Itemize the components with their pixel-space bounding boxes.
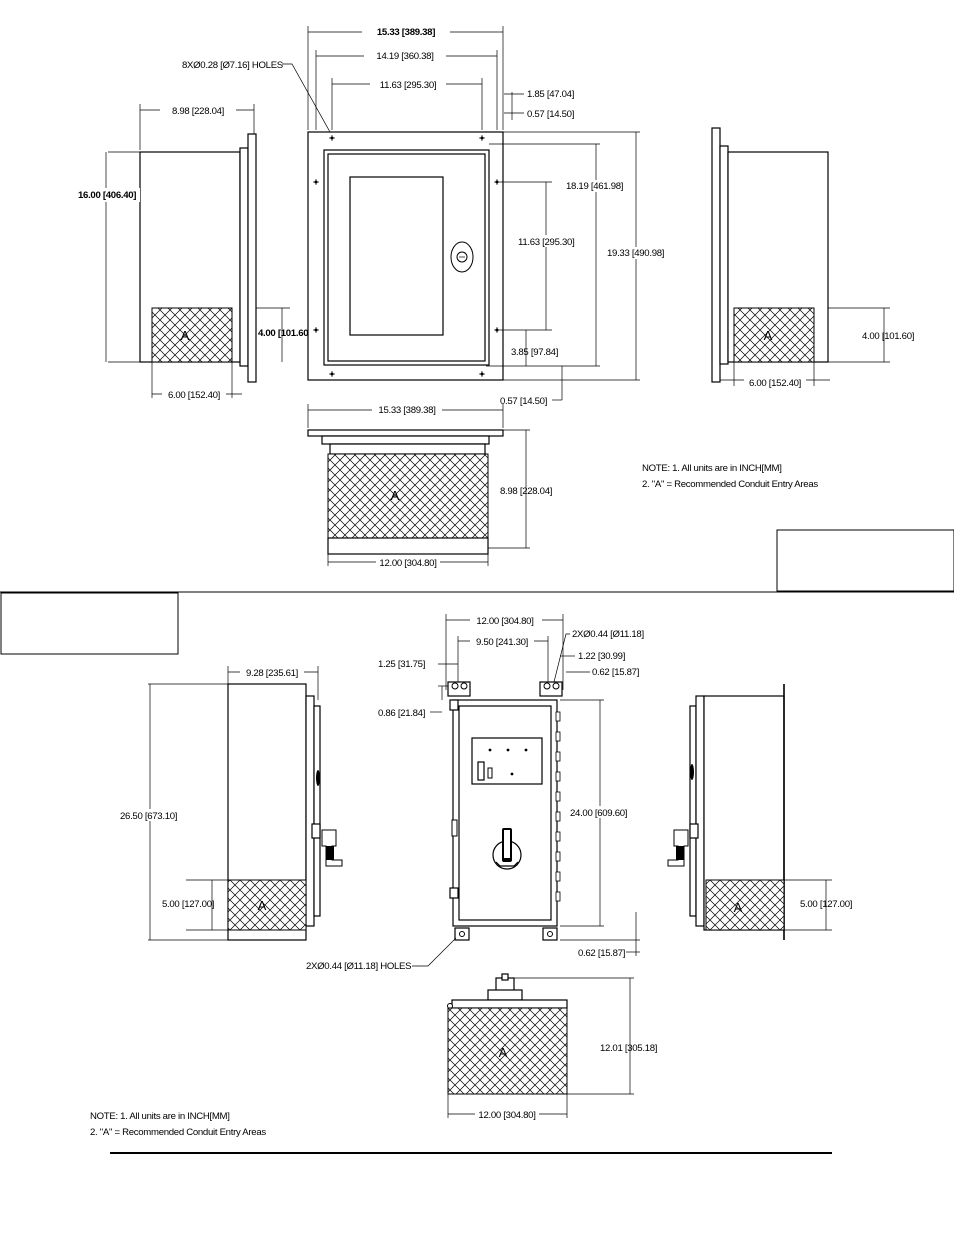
label-height-left-bottom: 26.50 [673.10] [120, 811, 177, 822]
top-left-side-view: 8.98 [228.04] A 16.00 [406.40] 4.00 [101… [76, 104, 312, 401]
label-mount-span: 9.50 [241.30] [476, 637, 528, 648]
dim-bottom-width: 12.00 [304.80] [445, 614, 564, 690]
label-hatch-height-left: 4.00 [101.60] [258, 328, 311, 339]
label-depth-left: 8.98 [228.04] [172, 106, 224, 117]
area-label-a: A [181, 328, 190, 343]
note-units: NOTE: 1. All units are in INCH[MM] [90, 1111, 230, 1122]
label-tab-height-bottom: 0.62 [15.87] [578, 948, 625, 959]
window-panel [349, 176, 444, 336]
conduit-area-bottom-bottom [447, 1007, 568, 1095]
hinge-marks [555, 711, 561, 902]
label-bottom-base: 12.00 [304.80] [379, 558, 436, 569]
dim-bottom-left-offsets: 1.25 [31.75] 0.86 [21.84] [378, 659, 458, 719]
label-holes-top: 2XØ0.44 [Ø11.18] [572, 629, 644, 640]
conduit-area-right-top [733, 307, 815, 363]
label-hole-bottom: 3.85 [97.84] [511, 347, 558, 358]
area-label-a: A [734, 900, 743, 915]
label-body-height: 24.00 [609.60] [570, 808, 627, 819]
area-label-a: A [764, 328, 773, 343]
conduit-area-left-bottom [227, 879, 307, 931]
label-hole-offset-top: 1.85 [47.04] [527, 89, 574, 100]
area-label-a: A [391, 488, 400, 503]
bottom-bottom-view: A 12.01 [305.18] 12.00 [304.80] [447, 973, 657, 1121]
label-holes-bottom: 2XØ0.44 [Ø11.18] HOLES [306, 961, 411, 972]
label-bottom-width: 15.33 [389.38] [378, 405, 435, 416]
dim-top-overall-width: 15.33 [389.38] [307, 25, 504, 130]
top-right-side-view: A 4.00 [101.60] 6.00 [152.40] [711, 127, 914, 389]
label-hatch-height-right-bottom: 5.00 [127.00] [800, 899, 852, 910]
bottom-notes: NOTE: 1. All units are in INCH[MM] 2. "A… [90, 1111, 267, 1138]
label-hatch-height-left-bottom: 5.00 [127.00] [162, 899, 214, 910]
label-left-offset: 1.25 [31.75] [378, 659, 425, 670]
label-flange-bottom: 0.57 [14.50] [500, 396, 547, 407]
label-hole-vertical: 11.63 [295.30] [518, 237, 574, 248]
label-flange-right: 0.57 [14.50] [527, 109, 574, 120]
bottom-front-view: 24.00 [609.60] 0.62 [15.87] 2XØ0.44 [Ø11… [306, 681, 640, 972]
label-tab-left: 0.86 [21.84] [378, 708, 425, 719]
dim-top-right-offsets: 1.85 [47.04] 0.57 [14.50] [504, 89, 574, 120]
note-conduit: 2. "A" = Recommended Conduit Entry Areas [90, 1127, 266, 1138]
area-label-a: A [258, 898, 267, 913]
label-height-inner: 18.19 [461.98] [566, 181, 623, 192]
label-hatch-height-right: 4.00 [101.60] [862, 331, 914, 342]
label-height-overall: 19.33 [490.98] [607, 248, 664, 259]
title-box [776, 529, 954, 592]
note-conduit: 2. "A" = Recommended Conduit Entry Areas [642, 479, 818, 490]
top-bottom-view: 15.33 [389.38] A 8.98 [228.04] 12.00 [30… [307, 404, 552, 569]
holes-callout: 8XØ0.28 [Ø7.16] HOLES [182, 60, 331, 133]
label-bottom-depth-bottom: 12.01 [305.18] [600, 1043, 657, 1054]
disconnect-handle-icon [492, 828, 522, 870]
label-right-offset: 1.22 [30.99] [578, 651, 625, 662]
conduit-area-right-bottom [705, 879, 785, 931]
dim-top-hole-inner: 11.63 [295.30] [331, 78, 483, 130]
top-section: 15.33 [389.38] 14.19 [360.38] 8XØ0.28 [Ø… [76, 25, 954, 592]
label-hatch-width-right: 6.00 [152.40] [749, 378, 801, 389]
bottom-section: 12.00 [304.80] 9.50 [241.30] 2XØ0.44 [Ø1… [90, 614, 852, 1154]
label-tab-height-top: 0.62 [15.87] [592, 667, 639, 678]
label-overall-width: 15.33 [389.38] [377, 27, 435, 38]
top-front-view: 11.63 [295.30] 18.19 [461.98] 19.33 [490… [307, 131, 667, 407]
dim-bottom-holes-top: 2XØ0.44 [Ø11.18] 1.22 [30.99] 0.62 [15.8… [553, 629, 644, 683]
label-height-left: 16.00 [406.40] [78, 190, 136, 201]
area-label-a: A [499, 1045, 508, 1060]
label-box [0, 592, 179, 655]
dim-bottom-mount-span: 9.50 [241.30] [457, 635, 549, 690]
dim-top-hole-span: 14.19 [360.38] [315, 50, 498, 130]
bottom-left-side-view: 9.28 [235.61] A 26.50 [673.10] 5.00 [127… [118, 666, 343, 941]
conduit-area-left-top [151, 307, 233, 363]
conduit-area-bottom-top [327, 453, 489, 539]
label-hole-span: 14.19 [360.38] [376, 51, 433, 62]
top-notes: NOTE: 1. All units are in INCH[MM] 2. "A… [642, 463, 819, 490]
label-hole-inner: 11.63 [295.30] [380, 80, 436, 91]
label-bottom-section-width: 12.00 [304.80] [476, 616, 533, 627]
bottom-right-side-view: A 5.00 [127.00] [667, 684, 852, 940]
label-depth-left-bottom: 9.28 [235.61] [246, 668, 298, 679]
label-hatch-width-left: 6.00 [152.40] [168, 390, 220, 401]
label-bottom-base-bottom: 12.00 [304.80] [478, 1110, 535, 1121]
label-bottom-depth: 8.98 [228.04] [500, 486, 552, 497]
note-units: NOTE: 1. All units are in INCH[MM] [642, 463, 782, 474]
label-holes: 8XØ0.28 [Ø7.16] HOLES [182, 60, 283, 71]
